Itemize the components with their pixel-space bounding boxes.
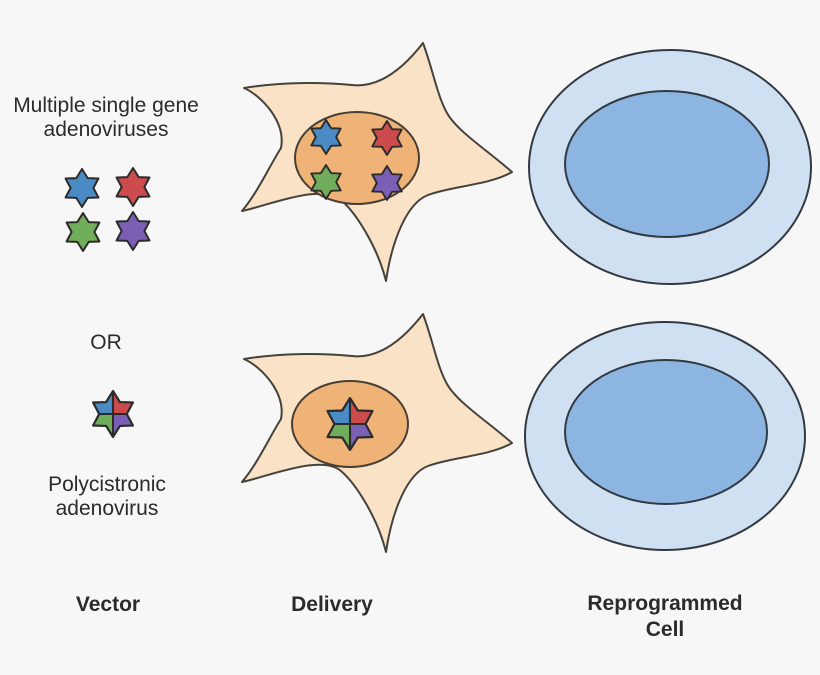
polycistronic-adenovirus-label: Polycistronic adenovirus	[48, 473, 166, 520]
column-heading-vector: Vector	[75, 593, 141, 616]
or-label: OR	[90, 331, 122, 354]
column-heading-delivery: Delivery	[291, 593, 373, 616]
polycistronic-adenovirus-star-icon	[91, 389, 135, 439]
multiple-single-gene-adenoviruses-label: Multiple single gene adenoviruses	[13, 94, 199, 141]
reprogrammed-cell-nucleus	[564, 359, 768, 505]
adenovirus-star-green-icon	[65, 212, 101, 252]
delivery-cell-top	[241, 42, 513, 282]
reprogrammed-cell-nucleus	[564, 90, 770, 238]
column-heading-reprogrammed-cell: Reprogrammed Cell	[587, 592, 743, 641]
adenovirus-star-blue-icon	[64, 168, 100, 208]
delivery-cell-bottom	[241, 313, 513, 553]
single-gene-adenovirus-group	[64, 167, 151, 252]
reprogrammed-cell-top	[528, 49, 812, 285]
adenovirus-star-red-icon	[115, 167, 151, 207]
reprogrammed-cell-bottom	[524, 321, 806, 551]
adenovirus-star-purple-icon	[115, 211, 151, 251]
